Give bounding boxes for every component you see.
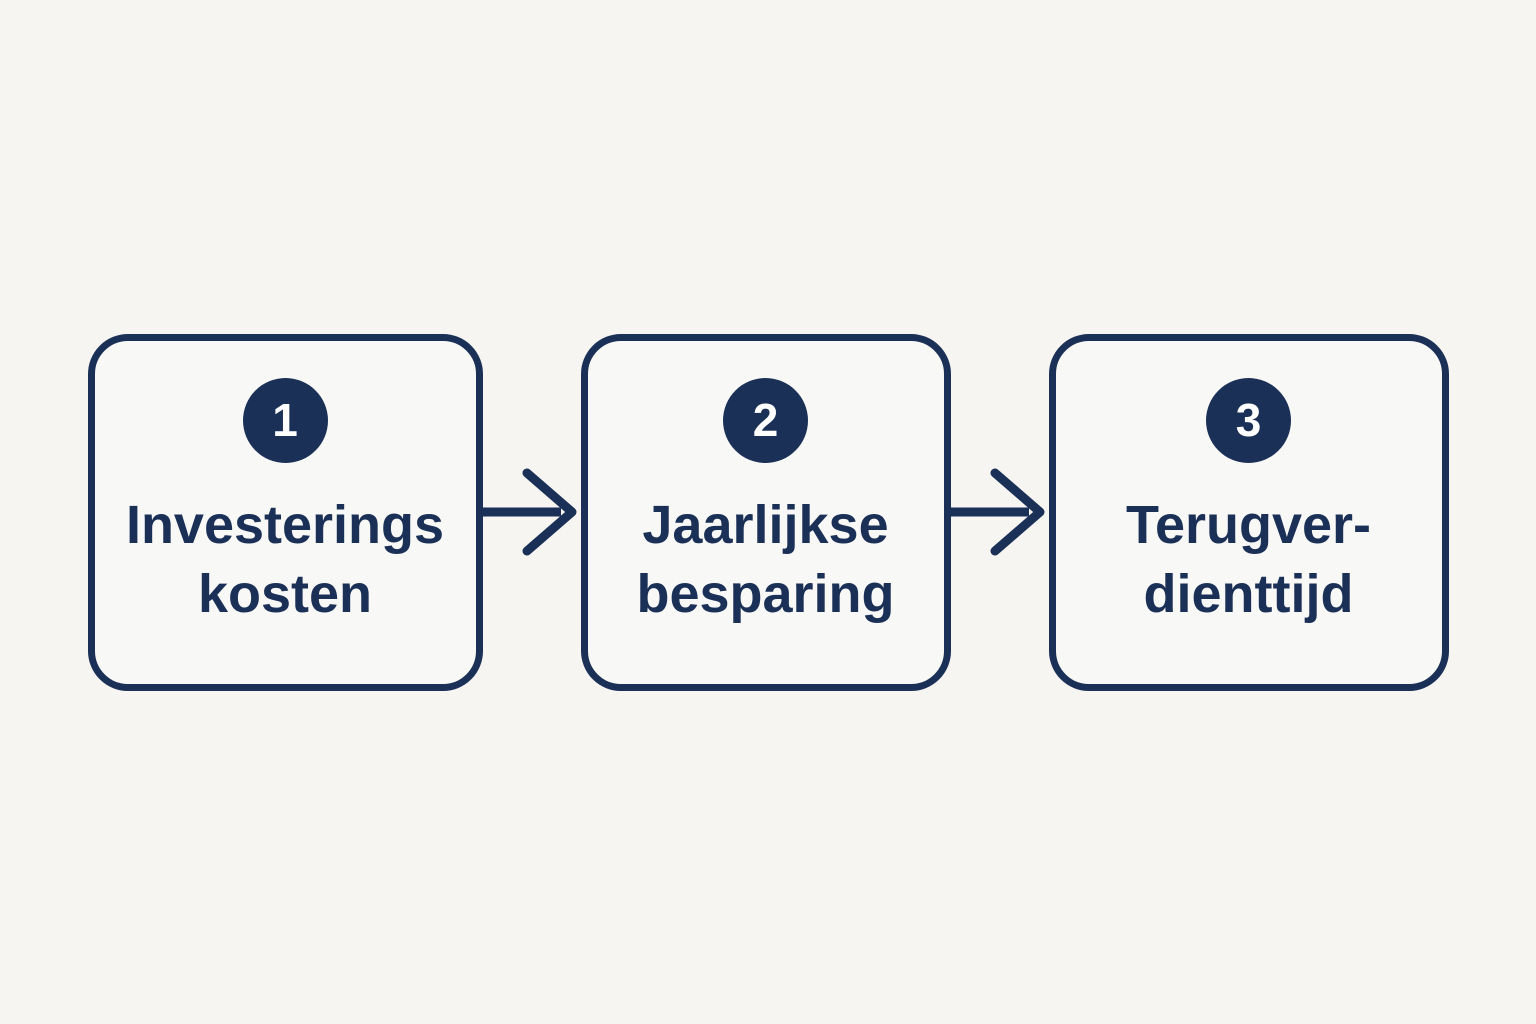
step-label-1: Investerings kosten bbox=[126, 491, 444, 630]
step-box-2: 2 Jaarlijkse besparing bbox=[580, 333, 951, 691]
step-number-2: 2 bbox=[752, 394, 779, 446]
step-label-2-line1: Jaarlijkse bbox=[642, 494, 889, 555]
process-flow: 1 Investerings kosten 2 Jaarlijkse bespa… bbox=[87, 333, 1449, 691]
step-label-2-line2: besparing bbox=[636, 564, 895, 625]
step-box-3: 3 Terugver- dienttijd bbox=[1048, 333, 1449, 691]
right-arrow-icon bbox=[482, 468, 576, 556]
step-number-badge-2: 2 bbox=[723, 377, 808, 463]
step-label-3-line2: dienttijd bbox=[1143, 564, 1354, 625]
step-label-1-line1: Investerings bbox=[125, 494, 445, 555]
step-number-badge-1: 1 bbox=[242, 377, 328, 463]
step-label-1-line2: kosten bbox=[197, 564, 373, 625]
step-label-2: Jaarlijkse besparing bbox=[636, 491, 894, 630]
step-number-1: 1 bbox=[272, 394, 298, 446]
step-number-badge-3: 3 bbox=[1206, 377, 1291, 463]
step-number-3: 3 bbox=[1235, 394, 1262, 446]
step-label-3-line1: Terugver- bbox=[1125, 494, 1372, 555]
step-box-1: 1 Investerings kosten bbox=[87, 333, 483, 691]
step-label-3: Terugver- dienttijd bbox=[1126, 491, 1371, 630]
right-arrow-icon bbox=[950, 468, 1044, 556]
